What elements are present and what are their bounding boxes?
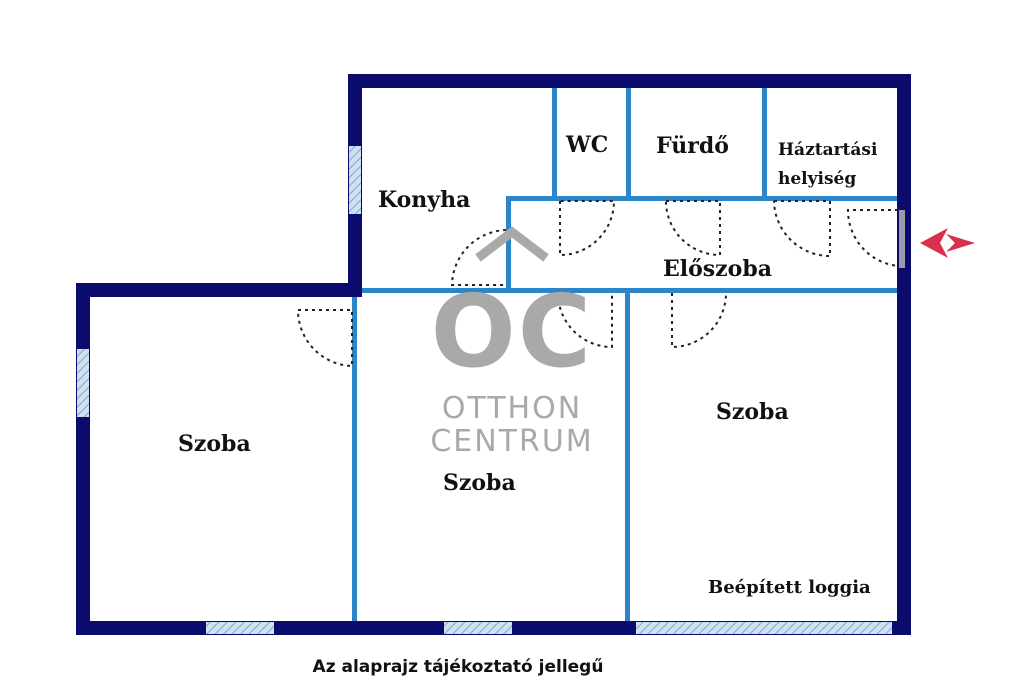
entrance-arrow-icon: [920, 228, 975, 258]
label-szoba-middle: Szoba: [443, 470, 516, 496]
door-left-room[interactable]: [297, 309, 353, 368]
window-bottom-middle: [444, 622, 512, 634]
caption: Az alaprajz tájékoztató jellegű: [313, 657, 604, 677]
watermark-roof-icon: [475, 226, 549, 262]
doors: [297, 200, 899, 368]
wall-wc-furdo: [626, 88, 631, 201]
outer-wall-top: [348, 74, 911, 88]
watermark-line2: CENTRUM: [430, 424, 593, 459]
wall-wc-left: [552, 88, 557, 201]
label-szoba-left: Szoba: [178, 431, 251, 457]
door-right-room[interactable]: [671, 292, 727, 349]
label-wc: WC: [565, 132, 608, 158]
outer-wall-left: [76, 283, 90, 635]
window-kitchen: [349, 146, 361, 214]
label-loggia: Beépített loggia: [708, 577, 871, 598]
watermark-logo: OC: [431, 273, 593, 390]
window-bottom-left: [206, 622, 274, 634]
inner-walls: [352, 88, 905, 621]
label-furdo: Fürdő: [656, 133, 729, 159]
watermark-line1: OTTHON: [442, 391, 582, 426]
label-konyha: Konyha: [378, 187, 470, 213]
windows: [77, 146, 892, 634]
door-wc[interactable]: [559, 200, 616, 257]
outer-wall-right: [897, 74, 911, 635]
label-szoba-right: Szoba: [716, 399, 789, 425]
watermark: OC OTTHON CENTRUM: [430, 226, 593, 459]
label-haztartasi-1: Háztartási: [778, 140, 878, 160]
wall-hall-top: [506, 196, 897, 201]
label-eloszoba: Előszoba: [663, 256, 772, 282]
door-haztartasi[interactable]: [773, 200, 831, 258]
door-furdo[interactable]: [665, 200, 721, 257]
window-left-room: [77, 349, 89, 417]
wall-room-left-middle: [352, 297, 357, 621]
wall-hall-left: [506, 196, 511, 293]
entrance-door-jamb: [899, 210, 905, 268]
door-entrance[interactable]: [846, 209, 899, 267]
wall-hall-bottom: [362, 288, 897, 293]
label-haztartasi-2: helyiség: [778, 169, 856, 189]
door-kitchen[interactable]: [450, 229, 507, 286]
outer-wall-left-step: [76, 283, 362, 297]
room-labels: Konyha WC Fürdő Háztartási helyiség Elős…: [178, 132, 878, 598]
wall-furdo-haztartasi: [762, 88, 767, 201]
door-middle-room[interactable]: [557, 292, 613, 349]
window-bottom-loggia: [636, 622, 892, 634]
wall-room-middle-right: [625, 293, 630, 621]
